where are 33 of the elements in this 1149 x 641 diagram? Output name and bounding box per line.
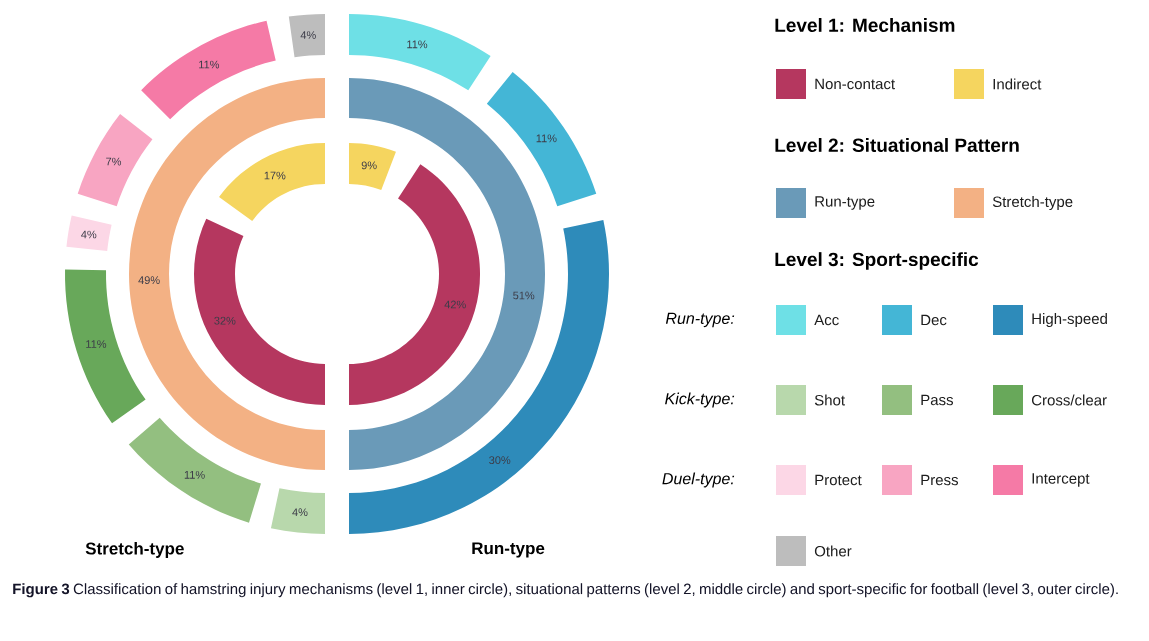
legend-label: Cross/clear bbox=[1032, 394, 1107, 406]
ring-segment: 4% bbox=[288, 14, 325, 58]
ring-segment: 4% bbox=[66, 215, 112, 252]
legend-label: Pass bbox=[921, 394, 953, 406]
legend-heading: Level 3: Sport-specific bbox=[775, 252, 979, 270]
legend-label: Intercept bbox=[1032, 473, 1090, 487]
legend-label: Shot bbox=[814, 394, 845, 406]
legend-label: Stretch-type bbox=[992, 196, 1073, 210]
ring-segment: 9% bbox=[349, 143, 396, 190]
legend-label: Run-type bbox=[815, 196, 875, 210]
ring-segment: 11% bbox=[486, 71, 597, 207]
ring-segment: 11% bbox=[141, 20, 276, 120]
ring-segment: 4% bbox=[270, 488, 325, 534]
row-label: Kick-type: bbox=[665, 392, 735, 408]
legend-label: High-speed bbox=[1032, 313, 1107, 327]
legend-label: Dec bbox=[921, 314, 947, 326]
legend-label: Protect bbox=[815, 474, 862, 486]
row-label: Duel-type: bbox=[662, 472, 735, 488]
legend-label: Other bbox=[814, 545, 852, 557]
legend-label: Acc bbox=[814, 314, 839, 326]
legend-label: Non-contact bbox=[815, 78, 895, 90]
ring-segment: 11% bbox=[349, 14, 491, 91]
caption: Figure 3 Classification of hamstring injury mechanisms (level 1, inner circle), situational patterns (level 2, middle circle) and sport-specific for football (level 3, outer circle). bbox=[13, 583, 1118, 598]
legend-label: Indirect bbox=[993, 78, 1042, 90]
ring-segment: 32% bbox=[194, 218, 325, 405]
ring-segment: 17% bbox=[219, 143, 325, 222]
row-label: Run-type: bbox=[665, 312, 735, 328]
legend-heading: Level 2: Situational Pattern bbox=[775, 138, 1019, 152]
ring-segment: 7% bbox=[77, 113, 153, 207]
ring-segment: 11% bbox=[128, 417, 261, 523]
half-label: Stretch-type bbox=[85, 542, 184, 558]
legend-label: Press bbox=[921, 474, 958, 486]
legend-heading: Level 1: Mechanism bbox=[775, 18, 955, 32]
